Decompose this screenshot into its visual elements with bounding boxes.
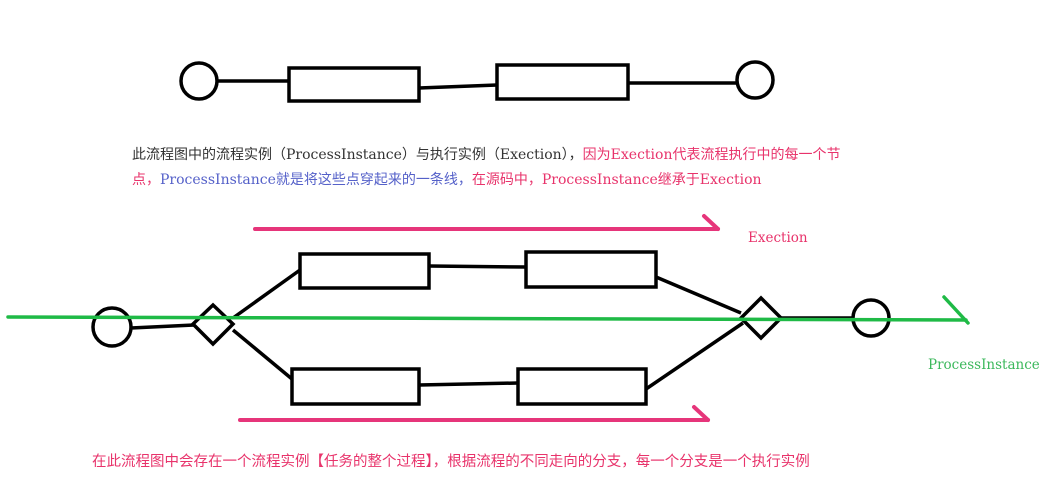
start-node	[179, 61, 219, 101]
description-text-highlight: 点，	[132, 172, 160, 188]
exection-arrow	[253, 214, 720, 231]
edge	[130, 323, 195, 330]
end-node	[735, 60, 775, 100]
task-node	[524, 250, 658, 289]
process-instance-label: ProcessInstance	[928, 357, 1040, 373]
simple-flow	[179, 60, 775, 103]
edge	[655, 275, 742, 315]
edge	[645, 321, 744, 391]
edge	[428, 264, 527, 269]
description-text: 此流程图中的流程实例（ProcessInstance）与执行实例（Exectio…	[132, 147, 583, 163]
task-node	[495, 63, 630, 101]
task-node	[290, 367, 421, 406]
description-text-highlight: 在源码中，ProcessInstance继承于Exection	[471, 172, 762, 188]
description-line-1: 此流程图中的流程实例（ProcessInstance）与执行实例（Exectio…	[132, 145, 840, 165]
edge	[231, 268, 302, 320]
description-text-highlight: 因为Exection代表流程执行中的每一个节	[582, 147, 841, 163]
exection-arrow-bottom	[238, 405, 710, 422]
task-node	[287, 66, 421, 103]
task-node	[516, 367, 648, 406]
process-instance-line	[6, 295, 970, 325]
split-gateway	[190, 302, 236, 347]
description-line-2: 点，ProcessInstance就是将这些点穿起来的一条线，在源码中，Proc…	[132, 170, 762, 190]
edge	[418, 381, 519, 387]
edge	[418, 83, 498, 90]
branch-flow	[91, 250, 891, 406]
start-node	[91, 306, 133, 348]
bottom-caption: 在此流程图中会存在一个流程实例【任务的整个过程】，根据流程的不同走向的分支，每一…	[92, 454, 810, 470]
join-gateway	[738, 295, 784, 341]
task-node	[298, 252, 431, 290]
exection-label: Exection	[748, 230, 808, 246]
description-text-blue: ProcessInstance就是将这些点穿起来的一条线，	[160, 172, 472, 188]
edge	[231, 328, 294, 381]
